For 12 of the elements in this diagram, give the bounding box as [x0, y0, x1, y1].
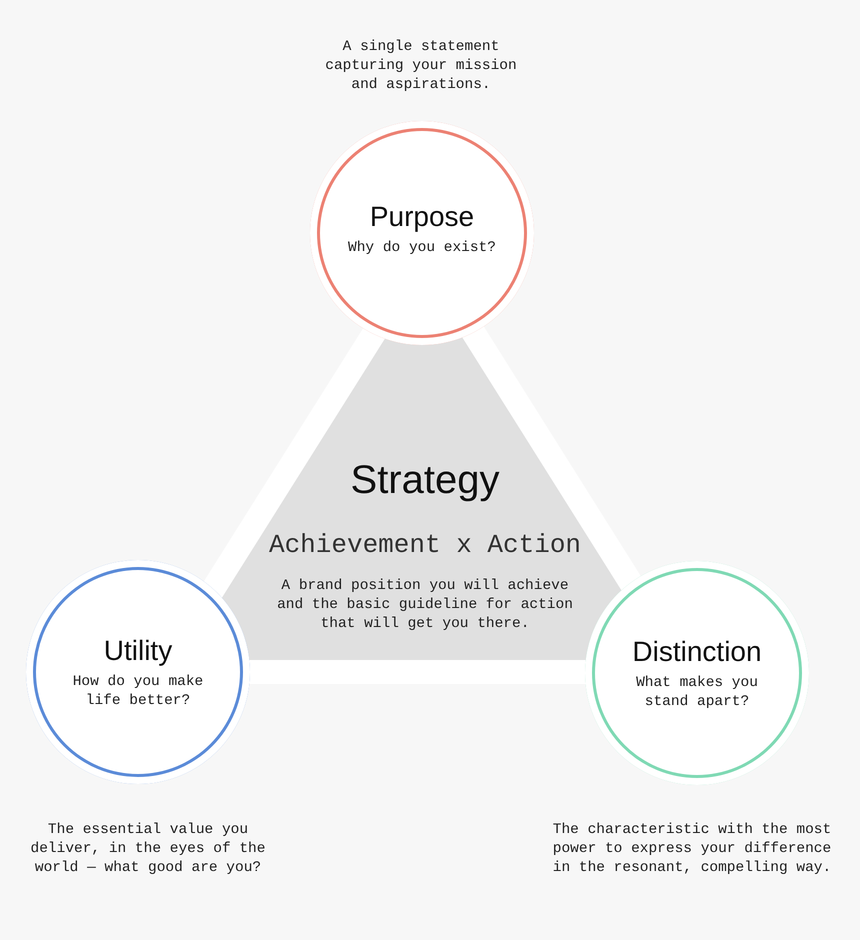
- node-subtitle: Achievement x Action: [268, 529, 582, 561]
- node-subtitle: How do you make life better?: [72, 672, 204, 710]
- node-title: Strategy: [350, 457, 500, 504]
- caption-text: The characteristic with the most power to express your difference in the resonant, compelling way.: [552, 821, 832, 878]
- node-subtitle: Why do you exist?: [348, 239, 496, 258]
- caption-text: A single statement capturing your mission and aspirations.: [324, 38, 518, 95]
- caption-text: The essential value you deliver, in the eyes of the world — what good are you?: [30, 821, 266, 878]
- node-subtitle: What makes you stand apart?: [635, 674, 759, 712]
- node-title: Utility: [104, 634, 172, 668]
- node-title: Distinction: [632, 634, 762, 668]
- node-description: A brand position you will achieve and the basic guideline for action that will get you there.: [276, 577, 574, 634]
- node-title: Purpose: [370, 200, 474, 234]
